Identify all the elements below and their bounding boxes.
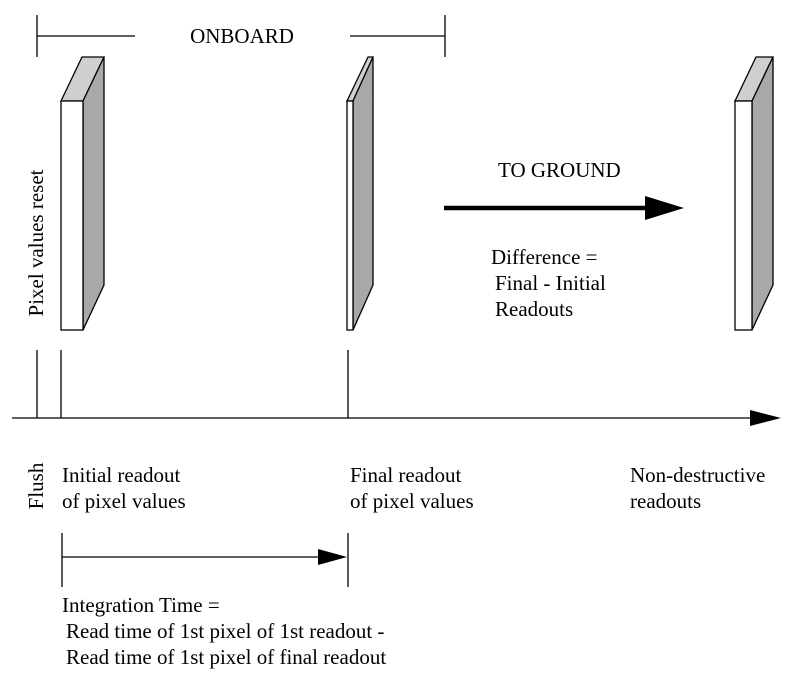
integration-time-bracket <box>61 533 349 587</box>
integration-time-line-3: Read time of 1st pixel of final readout <box>66 645 386 669</box>
non-destructive-line-2: readouts <box>630 489 701 513</box>
difference-text: Difference = Final - Initial Readouts <box>491 245 606 321</box>
initial-readout-line-2: of pixel values <box>62 489 186 513</box>
panel-face <box>734 100 753 331</box>
time-axis-arrowhead <box>750 410 781 426</box>
final-readout-label: Final readout of pixel values <box>350 463 474 513</box>
to-ground-arrowhead <box>645 196 684 220</box>
panel-final-readout <box>345 56 375 331</box>
difference-line-1: Difference = <box>491 245 597 269</box>
final-readout-line-2: of pixel values <box>350 489 474 513</box>
panel-face <box>346 100 354 331</box>
panel-side <box>82 56 105 331</box>
difference-line-3: Readouts <box>495 297 573 321</box>
integration-arrowhead <box>318 549 347 565</box>
non-destructive-line-1: Non-destructive <box>630 463 765 487</box>
non-destructive-label: Non-destructive readouts <box>630 463 765 513</box>
onboard-bracket: ONBOARD <box>36 15 446 57</box>
onboard-label: ONBOARD <box>190 24 294 48</box>
time-axis <box>12 410 781 426</box>
panel-non-destructive <box>733 56 775 331</box>
initial-readout-label: Initial readout of pixel values <box>62 463 186 513</box>
to-ground-arrow: TO GROUND <box>444 158 684 220</box>
to-ground-label: TO GROUND <box>498 158 621 182</box>
panel-initial-readout <box>59 56 106 331</box>
difference-line-2: Final - Initial <box>495 271 606 295</box>
integration-time-line-1: Integration Time = <box>62 593 220 617</box>
initial-readout-line-1: Initial readout <box>62 463 181 487</box>
integration-time-text: Integration Time = Read time of 1st pixe… <box>62 593 386 669</box>
panel-side <box>352 56 374 331</box>
panel-side <box>751 56 774 331</box>
final-readout-line-1: Final readout <box>350 463 462 487</box>
timeline-ticks <box>36 350 349 418</box>
flush-label: Flush <box>24 462 48 509</box>
panel-face <box>60 100 84 331</box>
integration-time-line-2: Read time of 1st pixel of 1st readout - <box>66 619 384 643</box>
pixel-values-reset-label: Pixel values reset <box>24 169 48 316</box>
